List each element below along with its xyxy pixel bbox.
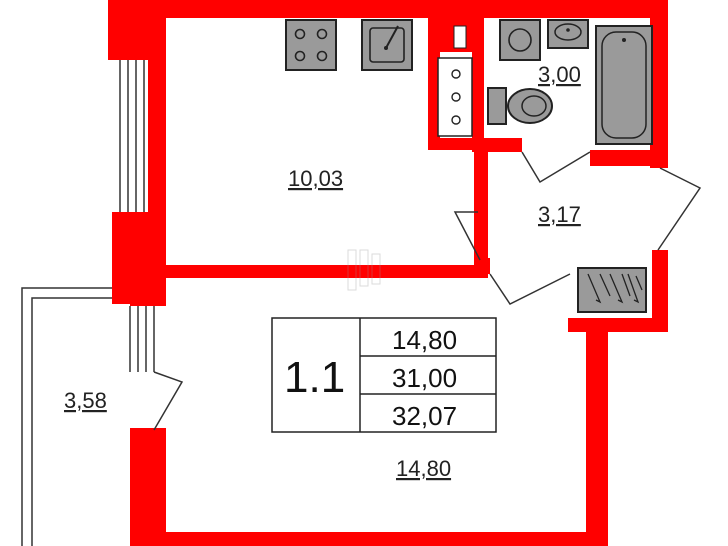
window-upper — [119, 60, 145, 212]
balcony-area: 3,58 — [64, 388, 107, 413]
living-area-value: 14,80 — [392, 325, 457, 355]
total-area-value: 31,00 — [392, 363, 457, 393]
unit-info-card: 1.1 14,80 31,00 32,07 — [271, 317, 497, 433]
sink-icon — [361, 19, 413, 71]
living-room-area: 14,80 — [396, 456, 451, 481]
window-lower — [129, 306, 155, 372]
unit-number: 1.1 — [284, 353, 345, 402]
wardrobe-icon — [577, 267, 647, 313]
toilet-icon — [487, 87, 553, 125]
watermark-logo — [347, 249, 381, 291]
walls — [108, 0, 668, 546]
kitchen-area: 10,03 — [288, 166, 343, 191]
area-with-balcony-value: 32,07 — [392, 401, 457, 431]
ventilation-shaft — [453, 25, 467, 49]
dishwasher-icon — [437, 57, 473, 137]
washing-machine-icon — [499, 19, 541, 61]
doors — [153, 151, 702, 431]
bathroom-area: 3,00 — [538, 62, 581, 87]
hallway-area: 3,17 — [538, 202, 581, 227]
washbasin-icon — [547, 19, 589, 49]
stove-icon — [285, 19, 337, 71]
bathtub-icon — [595, 25, 653, 145]
balcony — [21, 287, 130, 546]
